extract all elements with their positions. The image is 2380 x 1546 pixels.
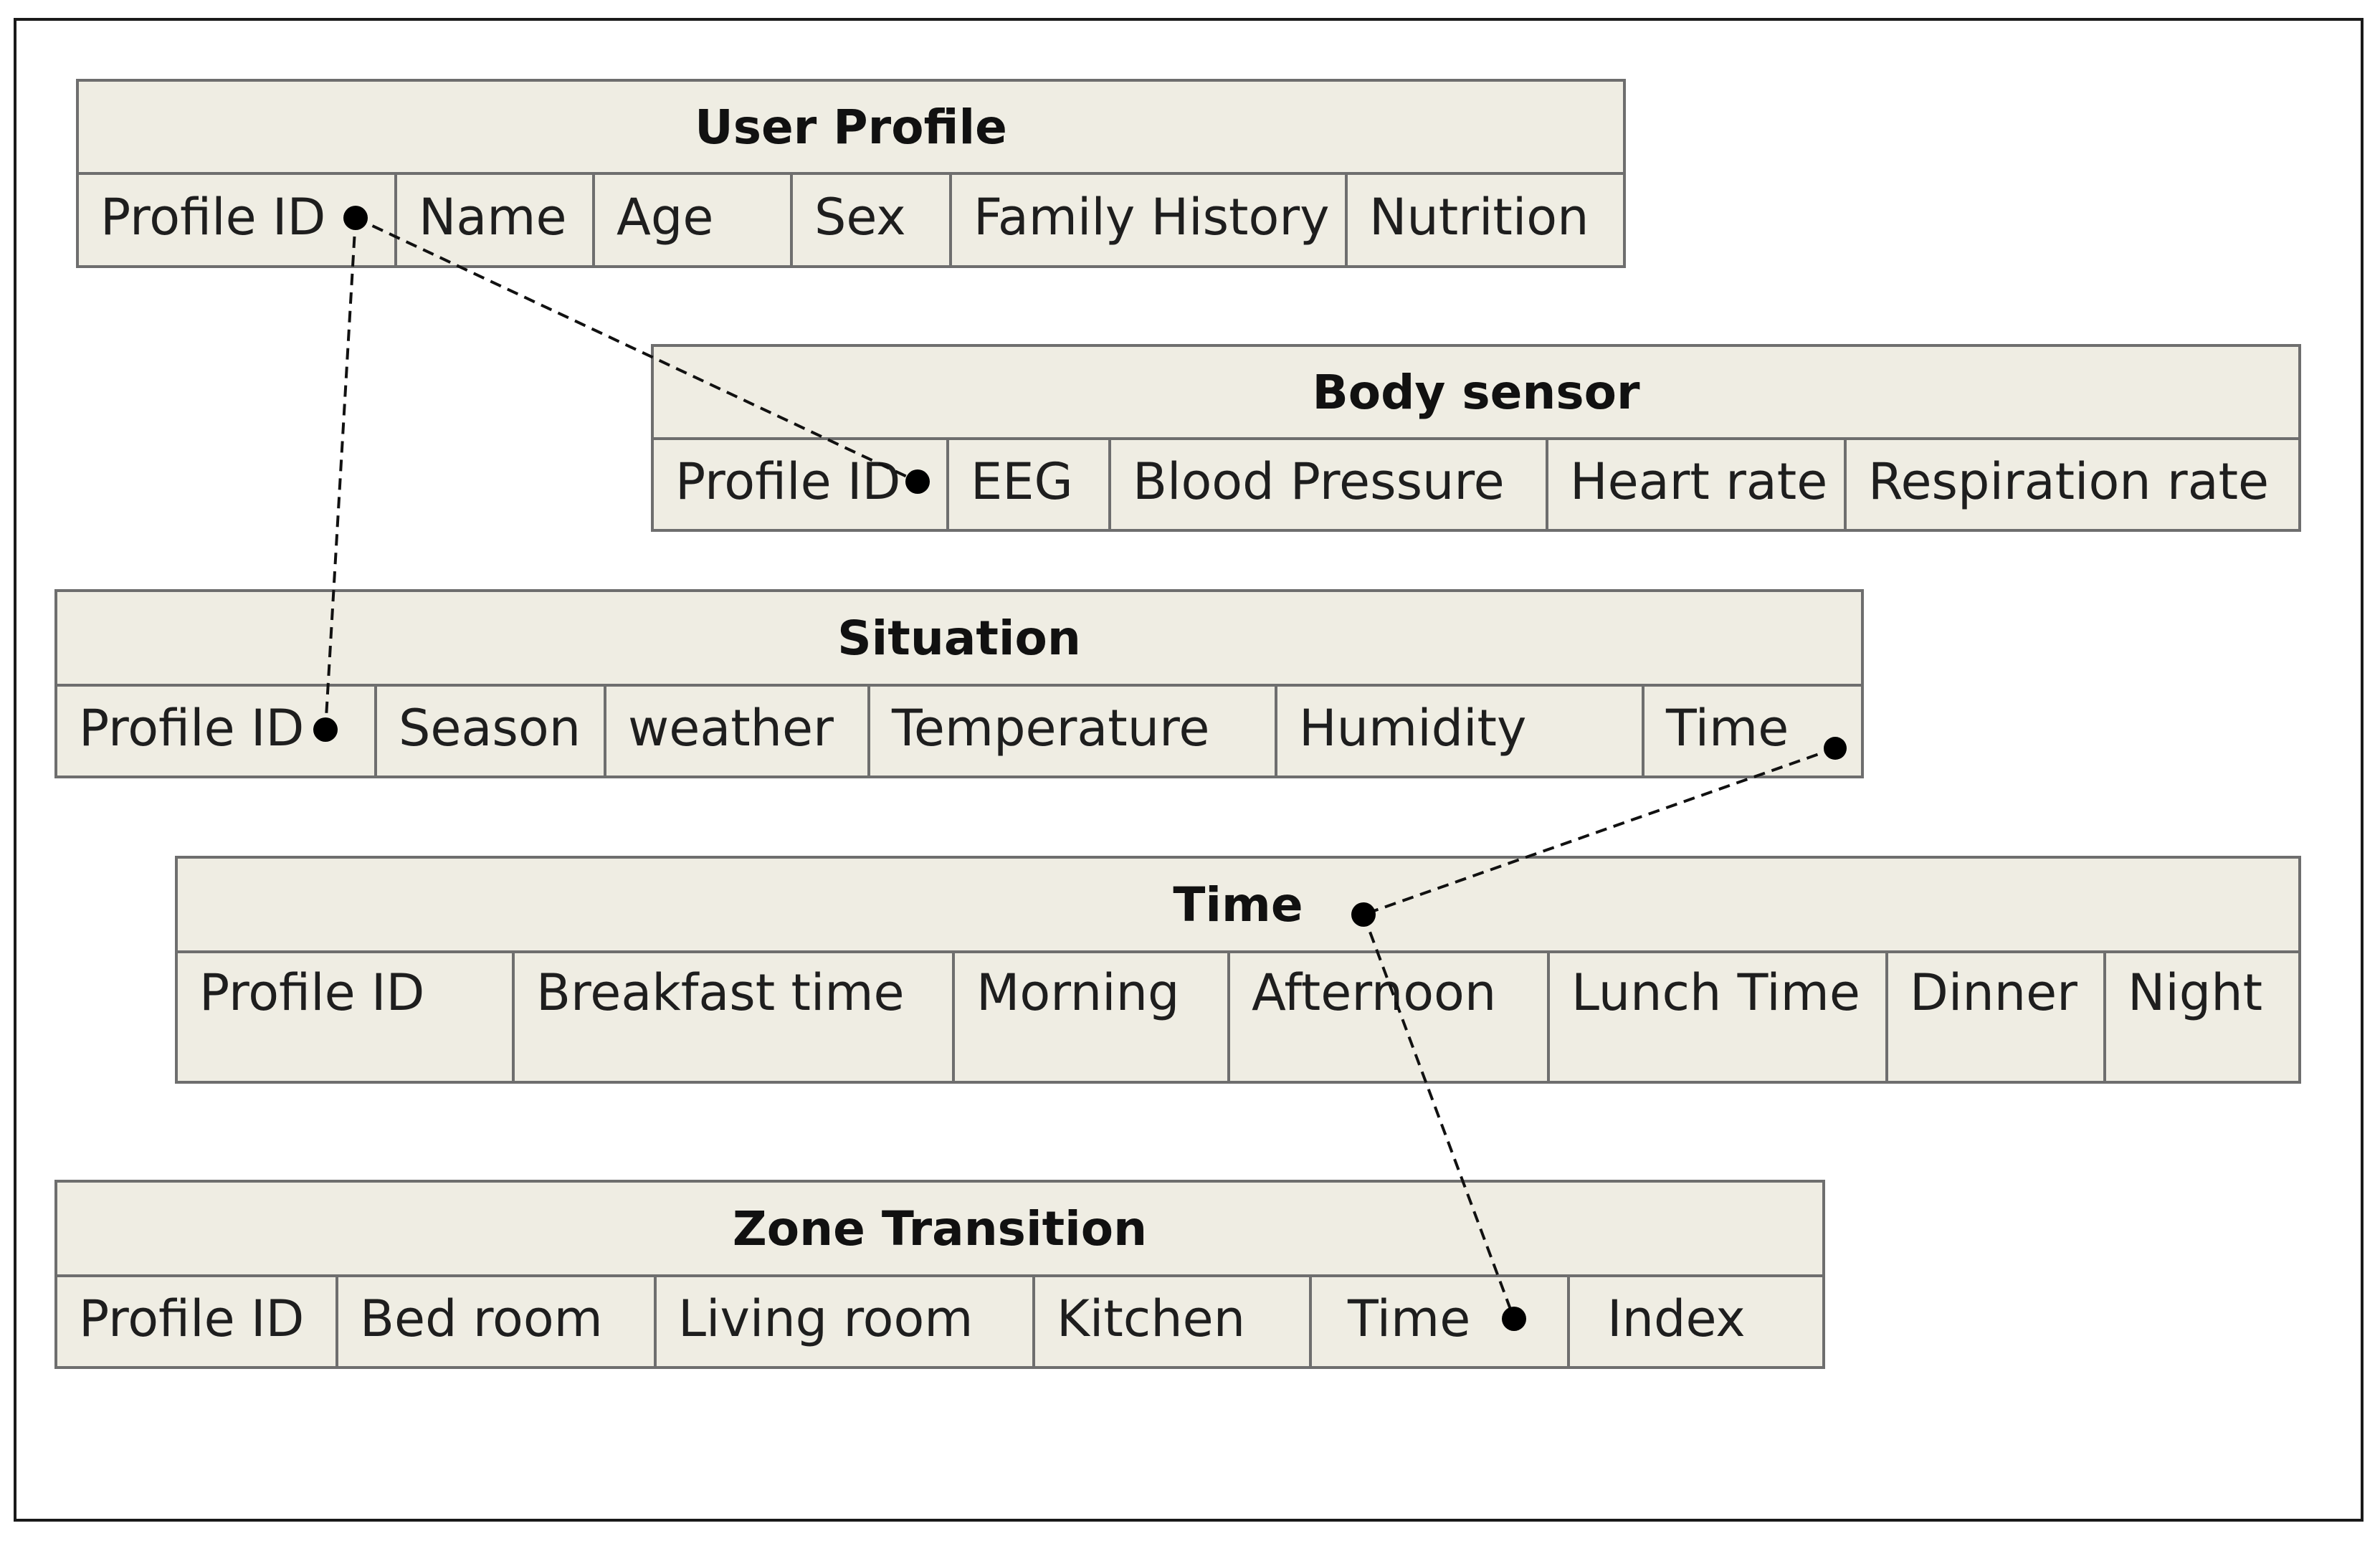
body-sensor-table: Body sensor Profile ID EEG Blood Pressur… — [651, 344, 2301, 532]
time-field-profile-id: Profile ID — [178, 950, 515, 1081]
situation-field-profile-id: Profile ID — [57, 684, 377, 776]
situation-field-humidity: Humidity — [1277, 684, 1644, 776]
zone-transition-field-living-room: Living room — [657, 1274, 1035, 1366]
zone-transition-field-time: Time — [1312, 1274, 1570, 1366]
zone-transition-field-index: Index — [1607, 1289, 1746, 1348]
body-sensor-field-profile-id: Profile ID — [654, 437, 949, 529]
diagram-frame — [14, 18, 2364, 1522]
user-profile-table: User Profile Profile ID Name Age Sex Fam… — [76, 79, 1626, 268]
time-field-dinner: Dinner — [1888, 950, 2106, 1081]
zone-transition-field-kitchen: Kitchen — [1035, 1274, 1312, 1366]
situation-field-temperature: Temperature — [870, 684, 1277, 776]
body-sensor-field-heart-rate: Heart rate — [1548, 437, 1847, 529]
time-field-afternoon: Afternoon — [1230, 950, 1550, 1081]
time-title: Time — [178, 859, 2298, 953]
situation-field-weather: weather — [606, 684, 870, 776]
body-sensor-title: Body sensor — [654, 347, 2298, 440]
time-field-breakfast-time: Breakfast time — [515, 950, 955, 1081]
time-table: Time Profile ID Breakfast time Morning A… — [175, 856, 2301, 1084]
user-profile-title: User Profile — [79, 82, 1623, 175]
situation-title: Situation — [57, 592, 1861, 687]
zone-transition-field-profile-id: Profile ID — [57, 1274, 338, 1366]
situation-field-time: Time — [1666, 699, 1789, 758]
user-profile-field-nutrition: Nutrition — [1369, 188, 1589, 247]
body-sensor-field-eeg: EEG — [949, 437, 1111, 529]
time-field-night: Night — [2128, 963, 2263, 1022]
body-sensor-field-respiration-rate: Respiration rate — [1868, 452, 2270, 511]
time-field-lunch-time: Lunch Time — [1550, 950, 1888, 1081]
user-profile-field-sex: Sex — [793, 172, 952, 265]
situation-table: Situation Profile ID Season weather Temp… — [54, 589, 1864, 778]
body-sensor-field-blood-pressure: Blood Pressure — [1111, 437, 1548, 529]
user-profile-field-name: Name — [397, 172, 595, 265]
time-field-morning: Morning — [955, 950, 1230, 1081]
user-profile-field-family-history: Family History — [952, 172, 1348, 265]
zone-transition-field-bed-room: Bed room — [338, 1274, 657, 1366]
situation-field-season: Season — [377, 684, 606, 776]
zone-transition-title: Zone Transition — [57, 1183, 1822, 1277]
zone-transition-table: Zone Transition Profile ID Bed room Livi… — [54, 1180, 1825, 1369]
user-profile-field-age: Age — [595, 172, 793, 265]
user-profile-field-profile-id: Profile ID — [79, 172, 397, 265]
